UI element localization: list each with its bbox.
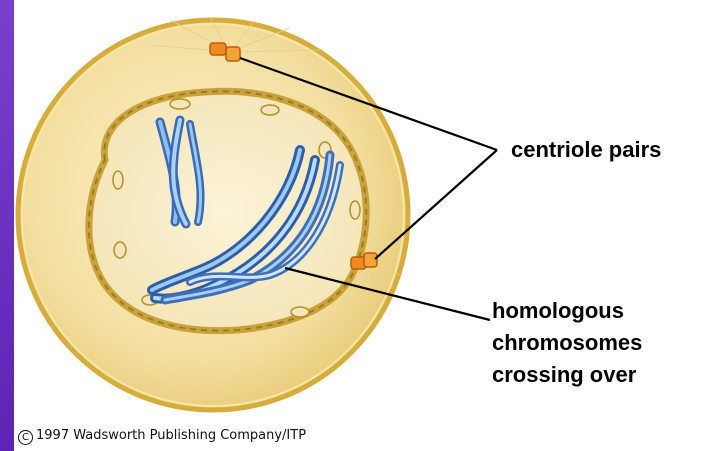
label-centriole-pairs: centriole pairs [511,136,661,164]
copyright-icon: C [18,430,33,445]
copyright-text: 1997 Wadsworth Publishing Company/ITP [36,428,306,443]
label-homologous-chromosomes: homologous chromosomes crossing over [492,295,642,391]
label-line-1: homologous [492,295,642,327]
label-line-3: crossing over [492,359,642,391]
label-line-2: chromosomes [492,327,642,359]
